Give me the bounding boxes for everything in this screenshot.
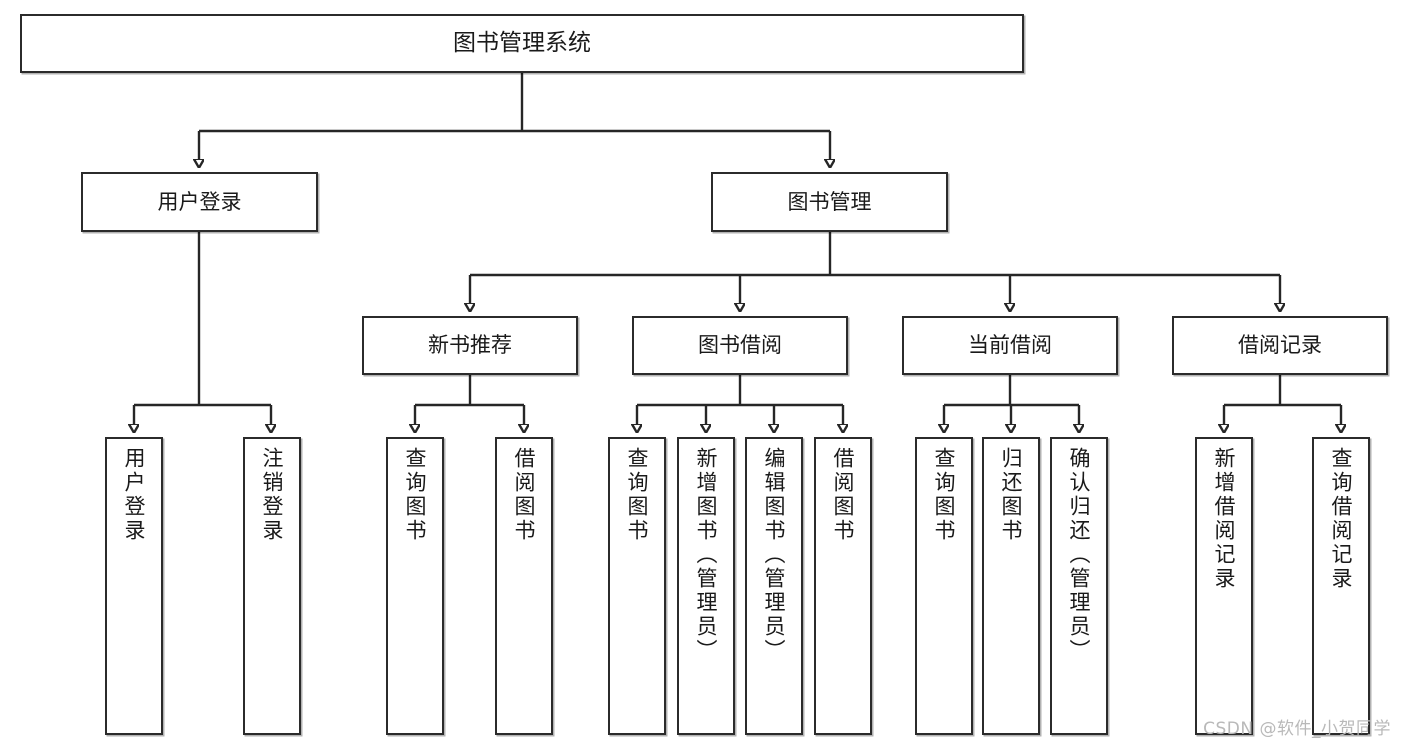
node-label: 图书管理 [787,189,872,214]
leaf-user-login[interactable]: 用户登录 [105,437,163,735]
node-label: 查询借阅记录 [1329,447,1354,591]
node-label: 新书推荐 [428,333,512,358]
node-label: 注销登录 [260,447,285,543]
leaf-query-book-current[interactable]: 查询图书 [915,437,973,735]
leaf-borrow-book-recommend[interactable]: 借阅图书 [495,437,553,735]
leaf-query-borrow-record[interactable]: 查询借阅记录 [1312,437,1370,735]
node-borrow-record[interactable]: 借阅记录 [1172,316,1388,375]
node-label: 借阅记录 [1238,333,1322,358]
leaf-query-book-recommend[interactable]: 查询图书 [386,437,444,735]
leaf-add-book-admin[interactable]: 新增图书（管理员） [677,437,735,735]
node-label: 查询图书 [932,447,957,543]
leaf-add-borrow-record[interactable]: 新增借阅记录 [1195,437,1253,735]
node-label: 编辑图书（管理员） [762,447,787,663]
leaf-confirm-return-admin[interactable]: 确认归还（管理员） [1050,437,1108,735]
node-label: 图书管理系统 [453,29,591,56]
node-root-system[interactable]: 图书管理系统 [20,14,1024,73]
node-new-book-recommend[interactable]: 新书推荐 [362,316,578,375]
node-book-borrow[interactable]: 图书借阅 [632,316,848,375]
watermark-text: CSDN @软件_小贺同学 [1203,719,1391,739]
leaf-query-book-borrow[interactable]: 查询图书 [608,437,666,735]
node-label: 借阅图书 [831,447,856,543]
leaf-logout-login[interactable]: 注销登录 [243,437,301,735]
node-label: 新增借阅记录 [1212,447,1237,591]
node-label: 确认归还（管理员） [1067,447,1092,663]
leaf-return-book[interactable]: 归还图书 [982,437,1040,735]
node-user-login[interactable]: 用户登录 [81,172,318,232]
node-label: 查询图书 [403,447,428,543]
node-label: 归还图书 [999,447,1024,543]
node-label: 查询图书 [625,447,650,543]
node-label: 借阅图书 [512,447,537,543]
leaf-borrow-book-borrow[interactable]: 借阅图书 [814,437,872,735]
node-current-borrow[interactable]: 当前借阅 [902,316,1118,375]
node-label: 用户登录 [157,189,242,214]
leaf-edit-book-admin[interactable]: 编辑图书（管理员） [745,437,803,735]
node-label: 当前借阅 [968,333,1052,358]
node-label: 图书借阅 [698,333,782,358]
node-label: 用户登录 [122,447,147,543]
node-label: 新增图书（管理员） [694,447,719,663]
node-book-management[interactable]: 图书管理 [711,172,948,232]
